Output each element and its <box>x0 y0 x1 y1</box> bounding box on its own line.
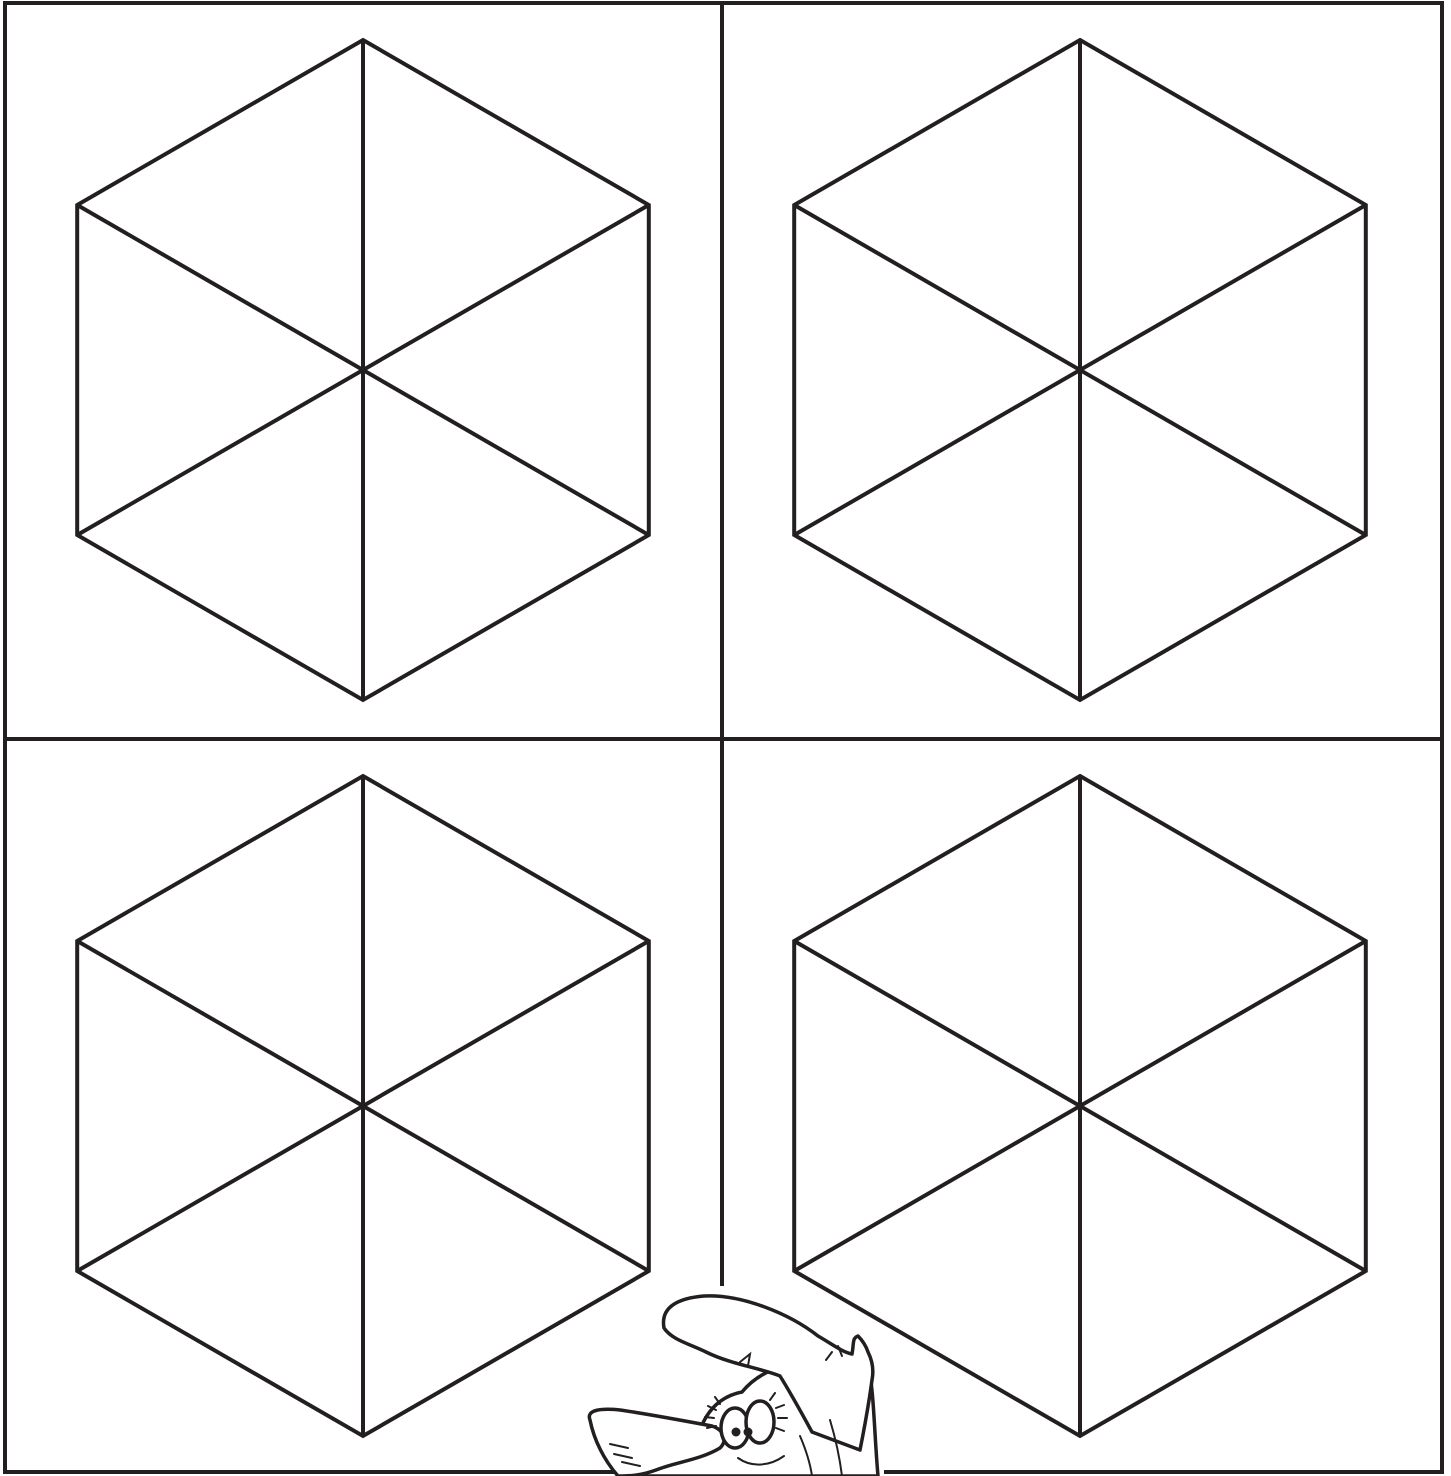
cartoon-character-peeking-icon <box>589 1296 878 1476</box>
hexagon-top-left <box>77 40 649 700</box>
hexagon-bottom-left <box>77 776 649 1436</box>
mascot-left-pupil <box>732 1428 741 1437</box>
mascot-right-eye <box>746 1401 774 1443</box>
mascot-right-pupil <box>744 1428 753 1437</box>
hexagon-top-right <box>794 40 1366 700</box>
hexagon-bottom-right <box>794 776 1366 1436</box>
